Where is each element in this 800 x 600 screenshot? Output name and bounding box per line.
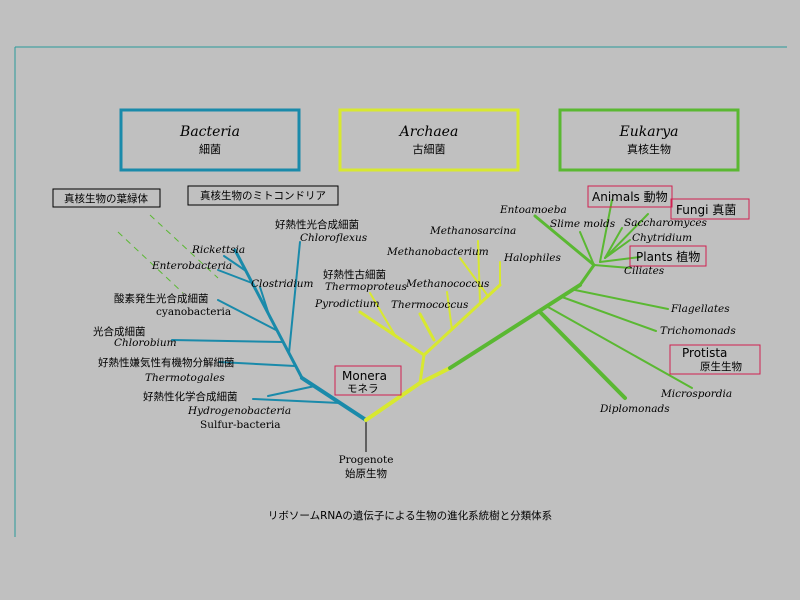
label-plants: Plants 植物 <box>636 249 700 264</box>
label-sulfur-bacteria: Sulfur-bacteria <box>200 419 280 431</box>
branch-rickettsia <box>223 255 247 272</box>
eukarya-domain-jp: 真核生物 <box>627 142 671 156</box>
branch-entoamoeba <box>533 214 596 267</box>
protista-box <box>669 344 761 375</box>
branch-ciliates <box>593 264 631 269</box>
label-fungi: Fungi 真菌 <box>676 203 736 217</box>
eukarya-branches <box>448 199 693 400</box>
archaea-domain-jp: 古細菌 <box>413 143 446 156</box>
branch-diplomonads <box>538 310 627 400</box>
branch-fungi <box>604 213 649 259</box>
branch-chlorobium <box>171 339 284 343</box>
label-hydrogenobacteria: Hydrogenobacteria <box>187 405 291 417</box>
label-halophiles: Halophiles <box>503 252 562 264</box>
label-protista-jp: 原生生物 <box>700 360 742 373</box>
branch-enterobacteria <box>217 269 253 284</box>
label-oxygenic-photosynthetic: 酸素発生光合成細菌 <box>114 292 209 305</box>
label-chlorobium: Chlorobium <box>114 337 177 349</box>
chloroplast-note: 真核生物の葉緑体 <box>64 192 148 205</box>
archaea-trunk <box>364 381 422 422</box>
chloroplast-origin-dashed-line <box>149 214 219 279</box>
label-slime-molds: Slime molds <box>550 218 616 230</box>
progenote-label: Progenote <box>339 454 394 466</box>
monera-box <box>334 365 402 396</box>
bacteria-domain-jp: 細菌 <box>199 143 221 156</box>
eukarya-domain-box <box>558 108 740 172</box>
branch-methanobacterium <box>459 257 489 297</box>
label-enterobacteria: Enterobacteria <box>151 260 232 272</box>
label-anaerobic-decomposer: 好熱性嫌気性有機物分解細菌 <box>98 356 235 369</box>
branch-microspordia <box>547 306 693 389</box>
label-methanococcus: Methanococcus <box>405 278 490 290</box>
archaea-domain-box <box>338 108 520 172</box>
branch-methanococcus <box>446 291 453 331</box>
label-chytridium: Chytridium <box>632 232 692 244</box>
eukarya-trunk <box>448 283 582 370</box>
fungi-box <box>670 198 750 220</box>
branch-slime-molds <box>579 231 595 266</box>
label-thermoproteus: Thermoproteus <box>325 281 408 293</box>
label-methanosarcina: Methanosarcina <box>429 225 516 237</box>
eukarya-domain-name: Eukarya <box>618 124 678 140</box>
branch-chloroflexus <box>288 241 301 354</box>
label-methanobacterium: Methanobacterium <box>386 246 489 258</box>
branch-hydrogenobacteria <box>252 398 341 404</box>
bacteria-main-trunk <box>300 376 368 422</box>
label-trichomonads: Trichomonads <box>660 325 736 337</box>
eukarya-crown-stem <box>578 263 596 287</box>
mitochondria-note: 真核生物のミトコンドリア <box>200 189 326 202</box>
bacteria-domain-name: Bacteria <box>179 124 240 140</box>
chloroplast-note-box <box>52 188 161 208</box>
branch-clostridium <box>259 286 271 319</box>
label-protista: Protista <box>682 346 727 360</box>
monera-label-jp: モネラ <box>347 383 379 395</box>
branch-hydrogenobacteria-lower <box>267 385 316 397</box>
label-photosynthetic-bacteria: 光合成細菌 <box>93 325 146 338</box>
branch-thermococcus <box>418 312 436 342</box>
progenote-jp-label: 始原生物 <box>345 467 387 480</box>
diagram-caption: リボソームRNAの遺伝子による生物の進化系統樹と分類体系 <box>268 509 552 522</box>
label-microspordia: Microspordia <box>660 388 732 400</box>
label-clostridium: Clostridium <box>251 278 314 290</box>
bacteria-branches <box>171 241 368 422</box>
bacteria-domain-box <box>119 108 301 172</box>
branch-thermotogales <box>218 361 296 367</box>
monera-label-en: Monera <box>342 369 387 383</box>
archaea-branches <box>358 240 502 422</box>
archaea-left-stem <box>358 310 426 357</box>
mitochondria-note-box <box>187 185 339 206</box>
label-thermococcus: Thermococcus <box>391 299 469 311</box>
branch-plants <box>599 256 641 263</box>
branch-cyanobacteria <box>217 299 277 331</box>
branch-animals <box>599 199 613 263</box>
label-thermophilic-photosynthetic: 好熱性光合成細菌 <box>275 218 359 231</box>
branch-chytridium <box>604 239 631 259</box>
label-chemosynthetic: 好熱性化学合成細菌 <box>143 390 238 403</box>
archaea-stem <box>418 353 426 385</box>
branch-trichomonads <box>561 296 657 332</box>
label-pyrodictium: Pyrodictium <box>314 298 380 310</box>
label-saccharomyces: Saccharomyces <box>624 217 708 229</box>
label-ciliates: Ciliates <box>624 265 665 277</box>
eukarya-base-yellow <box>418 366 452 385</box>
plants-box <box>629 245 707 267</box>
label-cyanobacteria: cyanobacteria <box>156 306 231 318</box>
archaea-domain-name: Archaea <box>398 124 459 140</box>
branch-methanosarcina <box>477 240 481 304</box>
branch-flagellates <box>574 289 669 310</box>
label-entoamoeba: Entoamoeba <box>499 204 567 216</box>
label-diplomonads: Diplomonads <box>599 403 670 415</box>
label-thermophilic-archaea: 好熱性古細菌 <box>323 268 386 281</box>
label-chloroflexus: Chloroflexus <box>300 232 368 244</box>
branch-saccharomyces <box>604 227 623 259</box>
mitochondria-origin-dashed-line <box>117 231 184 294</box>
label-thermotogales: Thermotogales <box>145 372 225 384</box>
animals-box <box>587 185 673 208</box>
branch-thermoproteus <box>369 292 397 338</box>
label-flagellates: Flagellates <box>670 303 730 315</box>
label-rickettsia: Rickettsia <box>191 244 245 256</box>
label-animals: Animals 動物 <box>592 190 668 204</box>
